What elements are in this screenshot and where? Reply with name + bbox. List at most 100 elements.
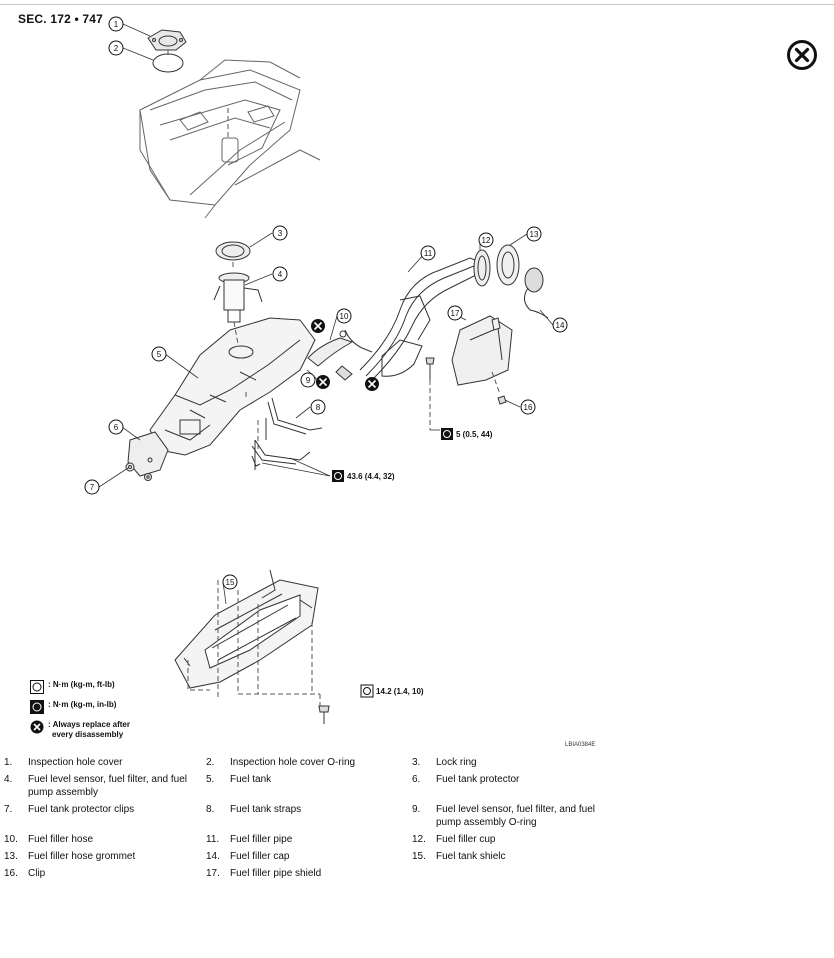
part-name: Fuel filler hose	[28, 834, 94, 845]
part-name: Clip	[28, 868, 46, 879]
part-number: 6.	[412, 774, 421, 785]
part-number: 8.	[206, 804, 215, 815]
legend-label-ftlb: : N·m (kg-m, ft-lb)	[48, 680, 115, 689]
callout-number: 5	[157, 350, 162, 359]
list-item: 15. Fuel tank shielc	[412, 850, 505, 863]
section-label: SEC. 172 • 747	[18, 12, 104, 26]
callout-number: 17	[451, 309, 460, 318]
part-name: Fuel tank	[230, 774, 272, 785]
list-item: 6. Fuel tank protector	[412, 773, 519, 786]
legend-replace-line1: : Always replace after	[48, 720, 130, 729]
part-number: 12.	[412, 834, 426, 845]
part-name: Fuel tank straps	[230, 804, 302, 815]
part-number: 4.	[4, 774, 13, 785]
callout-7: 7	[84, 479, 100, 495]
list-item: 12. Fuel filler cup	[412, 833, 495, 846]
list-item: 10. Fuel filler hose	[4, 833, 93, 846]
fuel-tank-straps-drawing	[251, 397, 323, 470]
part-name: Fuel tank protector clips	[28, 804, 135, 815]
part-name: Inspection hole cover O-ring	[230, 757, 356, 768]
replace-marker-icon	[311, 319, 325, 333]
part-name: Fuel filler cup	[436, 834, 496, 845]
close-icon[interactable]	[786, 39, 818, 71]
callout-number: 4	[278, 270, 283, 279]
figure-code: LBIA0384E	[565, 742, 596, 748]
torque-inlb-icon	[30, 700, 44, 714]
callout-1: 1	[108, 16, 124, 32]
callout-number: 10	[340, 312, 349, 321]
list-item: 9. Fuel level sensor, fuel filter, and fu…	[412, 803, 595, 829]
callout-15: 15	[222, 574, 238, 590]
torque-filler-pipe-bolt: 5 (0.5, 44)	[441, 428, 493, 440]
part-number: 3.	[412, 757, 421, 768]
callout-number: 16	[524, 403, 533, 412]
callout-number: 6	[114, 423, 119, 432]
part-name-line1: Fuel level sensor, fuel filter, and fuel	[436, 804, 595, 815]
shield-bolt-drawing	[318, 705, 330, 724]
replace-marker-icon	[316, 375, 330, 389]
callout-13: 13	[526, 226, 542, 242]
callout-14: 14	[552, 317, 568, 333]
part-number: 10.	[4, 834, 18, 845]
fuel-tank-protector-drawing	[125, 431, 169, 481]
part-name: Lock ring	[436, 757, 477, 768]
part-number: 15.	[412, 851, 426, 862]
filler-hose-grommet-drawing	[496, 244, 520, 286]
callout-number: 7	[90, 483, 95, 492]
list-item: 11. Fuel filler pipe	[206, 833, 292, 846]
callout-9: 9	[300, 372, 316, 388]
legend-label-inlb: : N·m (kg-m, in-lb)	[48, 700, 117, 709]
lock-ring-drawing	[215, 241, 251, 261]
callout-number: 15	[226, 578, 235, 587]
fuel-filler-cap-drawing	[524, 267, 549, 319]
callout-number: 12	[482, 236, 491, 245]
list-item: 14.Fuel filler cap	[206, 850, 289, 863]
part-name: Fuel tank shielc	[436, 851, 506, 862]
callout-number: 2	[114, 44, 119, 53]
callout-17: 17	[447, 305, 463, 321]
list-item: 17.Fuel filler pipe shield	[206, 867, 321, 880]
part-number: 14.	[206, 851, 220, 862]
callout-number: 3	[278, 229, 283, 238]
part-number: 9.	[412, 804, 421, 815]
list-item: 5. Fuel tank	[206, 773, 271, 786]
filler-pipe-bolt-drawing	[425, 357, 435, 380]
fuel-filler-pipe-drawing	[359, 257, 481, 381]
part-name: Fuel filler pipe	[230, 834, 293, 845]
torque-ftlb-icon	[30, 680, 44, 694]
callout-8: 8	[310, 399, 326, 415]
torque-strap-bolts: 43.6 (4.4, 32)	[332, 470, 395, 482]
exploded-parts-diagram: 1 2 3 4 5 6 7 8 9 10 11 12 13 14 15 16 1…	[84, 16, 568, 724]
fuel-pump-assembly-drawing	[213, 272, 263, 323]
callout-12: 12	[478, 232, 494, 248]
list-item: 13.Fuel filler hose grommet	[4, 850, 135, 863]
part-number: 7.	[4, 804, 13, 815]
part-name: Inspection hole cover	[28, 757, 123, 768]
list-item: 8. Fuel tank straps	[206, 803, 301, 816]
callout-4: 4	[272, 266, 288, 282]
fuel-tank-drawing	[149, 317, 316, 456]
part-name: Fuel filler pipe shield	[230, 868, 322, 879]
torque-value: 43.6 (4.4, 32)	[347, 472, 395, 481]
clip-drawing	[497, 395, 507, 405]
callout-5: 5	[151, 346, 167, 362]
part-number: 13.	[4, 851, 18, 862]
list-item: 2.Inspection hole cover O-ring	[206, 756, 355, 769]
list-item: 4.Fuel level sensor, fuel filter, and fu…	[4, 773, 187, 799]
part-number: 16.	[4, 868, 18, 879]
callout-number: 14	[556, 321, 565, 330]
part-name: Fuel level sensor, fuel filter, and fuel…	[436, 803, 595, 829]
part-number: 5.	[206, 774, 215, 785]
part-name: Fuel tank protector	[436, 774, 520, 785]
legend-row-inlb: : N·m (kg-m, in-lb)	[30, 700, 130, 714]
callout-2: 2	[108, 40, 124, 56]
legend-row-ftlb: : N·m (kg-m, ft-lb)	[30, 680, 130, 694]
part-number: 11.	[206, 834, 220, 845]
list-item: 1.Inspection hole cover	[4, 756, 123, 769]
callout-number: 8	[316, 403, 321, 412]
inspection-hole-cover-drawing	[147, 29, 187, 51]
part-name-line2: pump assembly O-ring	[436, 817, 537, 828]
top-divider	[0, 4, 834, 5]
